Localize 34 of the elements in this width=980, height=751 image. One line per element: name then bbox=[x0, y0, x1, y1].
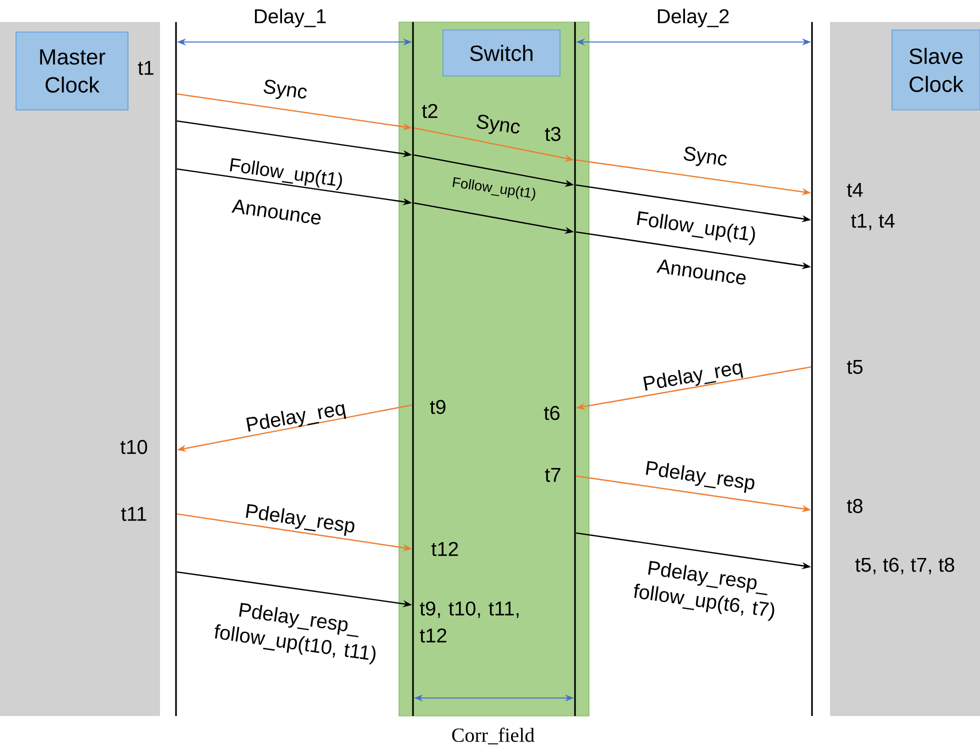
edge-label: Pdelay_resp bbox=[646, 461, 754, 493]
edge-label: Announce bbox=[656, 260, 746, 284]
timestamp-label: t1 bbox=[138, 61, 154, 75]
edge-label: Pdelay_req bbox=[643, 363, 744, 391]
timestamp-label: t2 bbox=[422, 104, 438, 118]
edge-label: Sync bbox=[264, 80, 307, 100]
clock-panel bbox=[0, 22, 160, 716]
timestamp-label: t9, t10, t11, t12 bbox=[420, 601, 519, 643]
edge-label: Sync bbox=[476, 114, 520, 134]
timestamp-label: t9 bbox=[430, 400, 446, 414]
timestamp-label: t5, t6, t7, t8 bbox=[855, 558, 954, 574]
timestamp-label: t8 bbox=[846, 498, 862, 514]
edge-label: Follow_up(t1) bbox=[230, 158, 342, 190]
timestamp-label: t5 bbox=[846, 360, 863, 374]
switch-box: Switch bbox=[442, 30, 560, 76]
timestamp-label: t4 bbox=[846, 183, 863, 197]
clock-panel bbox=[830, 22, 980, 716]
timestamp-label: t3 bbox=[544, 126, 560, 142]
edge-label: Pdelay_req bbox=[246, 404, 346, 432]
clock-box: Master Clock bbox=[16, 32, 128, 110]
edge-label: Delay_2 bbox=[658, 8, 729, 28]
timestamp-label: t11 bbox=[121, 507, 146, 521]
timestamp-label: t7 bbox=[544, 468, 560, 482]
lifeline bbox=[175, 22, 177, 716]
timestamp-label: t10 bbox=[120, 440, 148, 454]
edge-label: Pdelay_resp bbox=[246, 504, 354, 536]
switch-band bbox=[398, 22, 590, 716]
timestamp-label: t1, t4 bbox=[851, 214, 895, 230]
edge-label: Follow_up(t1) bbox=[636, 211, 755, 245]
clock-box: Slave Clock bbox=[892, 30, 980, 110]
edge-label: Sync bbox=[684, 146, 727, 166]
edge-label: Announce bbox=[232, 200, 321, 224]
edge-label: Corr_field bbox=[452, 728, 534, 744]
edge-label: Delay_1 bbox=[254, 8, 326, 28]
